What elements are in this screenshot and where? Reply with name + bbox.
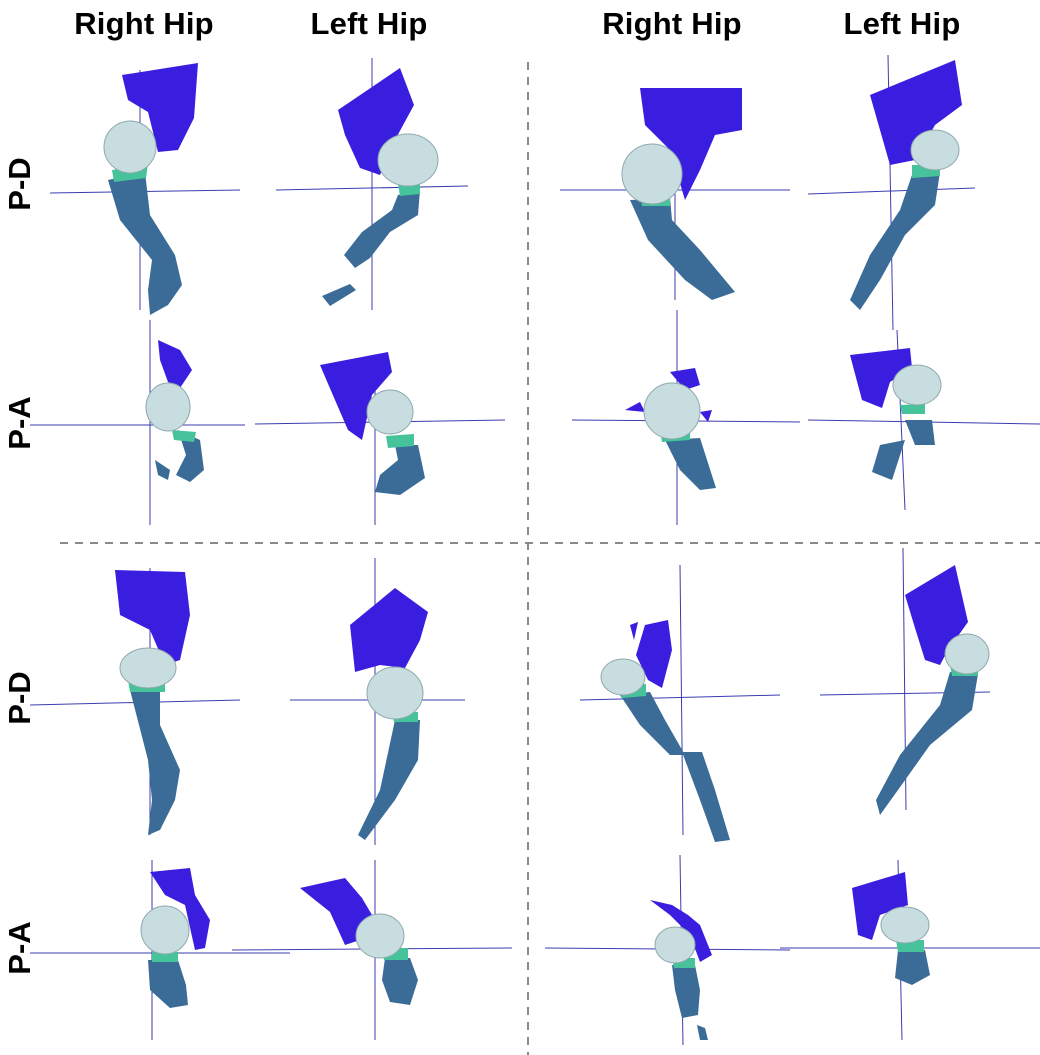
femur <box>895 950 930 985</box>
pelvis <box>300 878 375 945</box>
panel-tl-right-pa <box>30 320 245 525</box>
panel-tr-left-pd <box>807 54 976 331</box>
femoral-head <box>366 389 414 435</box>
femoral-head <box>377 133 439 187</box>
column-header-left-hip-2: Left Hip <box>843 6 961 41</box>
pelvis <box>870 60 962 165</box>
panel-bl-left-pd <box>290 558 465 845</box>
pelvis <box>650 900 712 962</box>
femoral-head <box>600 658 646 696</box>
pelvis <box>640 88 742 200</box>
column-header-right-hip-2: Right Hip <box>602 6 742 41</box>
cartilage <box>152 952 178 962</box>
femur <box>344 190 420 268</box>
pelvis <box>158 340 192 388</box>
panel-br-right-pd <box>579 564 781 842</box>
panel-tr-left-pa <box>807 329 1040 511</box>
femoral-head <box>910 129 960 171</box>
panel-tr-right-pd <box>560 88 790 300</box>
pelvis-fragment <box>630 622 638 640</box>
panel-bl-right-pa <box>30 860 290 1040</box>
panel-tr-right-pa <box>571 310 801 525</box>
pelvis <box>850 348 912 408</box>
pelvis <box>636 620 672 688</box>
femur <box>148 960 188 1008</box>
femur <box>382 958 418 1005</box>
femur <box>176 430 204 482</box>
panel-bl-left-pa <box>231 860 513 1040</box>
femur-fragment <box>697 1025 708 1040</box>
cartilage <box>900 404 925 414</box>
femur <box>682 752 730 842</box>
panel-tl-left-pa <box>254 352 506 525</box>
panel-tl-left-pd <box>275 58 469 310</box>
femur <box>905 420 935 445</box>
cartilage <box>386 434 414 448</box>
femur <box>130 686 180 835</box>
pelvis <box>115 570 190 665</box>
femur <box>620 692 685 755</box>
femur-fragment <box>872 440 905 480</box>
femoral-head <box>140 905 190 955</box>
pelvis <box>852 872 908 940</box>
pelvis-fragment <box>625 402 645 412</box>
cartilage <box>172 430 196 442</box>
femur-fragment <box>155 460 170 480</box>
femur <box>672 965 700 1018</box>
femur <box>850 172 940 310</box>
pelvis <box>338 68 414 175</box>
panel-br-left-pa <box>780 859 1040 1041</box>
column-header-left-hip-1: Left Hip <box>310 6 428 41</box>
pelvis <box>350 588 428 672</box>
pelvis <box>122 63 198 152</box>
pelvis <box>320 352 392 440</box>
femoral-head <box>643 382 701 440</box>
femoral-head <box>944 633 990 675</box>
pelvis-fragment <box>700 410 712 422</box>
panel-bl-right-pd <box>29 568 241 835</box>
panel-tl-right-pd <box>49 63 241 315</box>
pelvis <box>670 368 700 390</box>
femur <box>630 198 735 300</box>
panel-br-right-pa <box>544 854 791 1046</box>
femoral-head <box>892 364 942 406</box>
femur <box>375 445 425 495</box>
femoral-head <box>145 382 191 432</box>
femoral-head <box>880 906 930 944</box>
femoral-head <box>119 647 177 689</box>
femur <box>358 720 420 840</box>
pelvis <box>150 868 210 950</box>
femoral-head <box>103 120 157 174</box>
femur-fragment <box>322 284 356 306</box>
femoral-head <box>621 143 683 205</box>
femur <box>665 438 716 490</box>
column-header-right-hip-1: Right Hip <box>74 6 214 41</box>
femoral-head <box>366 666 424 720</box>
panel-br-left-pd <box>819 547 991 815</box>
femur <box>108 172 182 315</box>
femoral-head <box>654 926 696 964</box>
femur <box>876 672 978 815</box>
femoral-head <box>355 913 405 959</box>
